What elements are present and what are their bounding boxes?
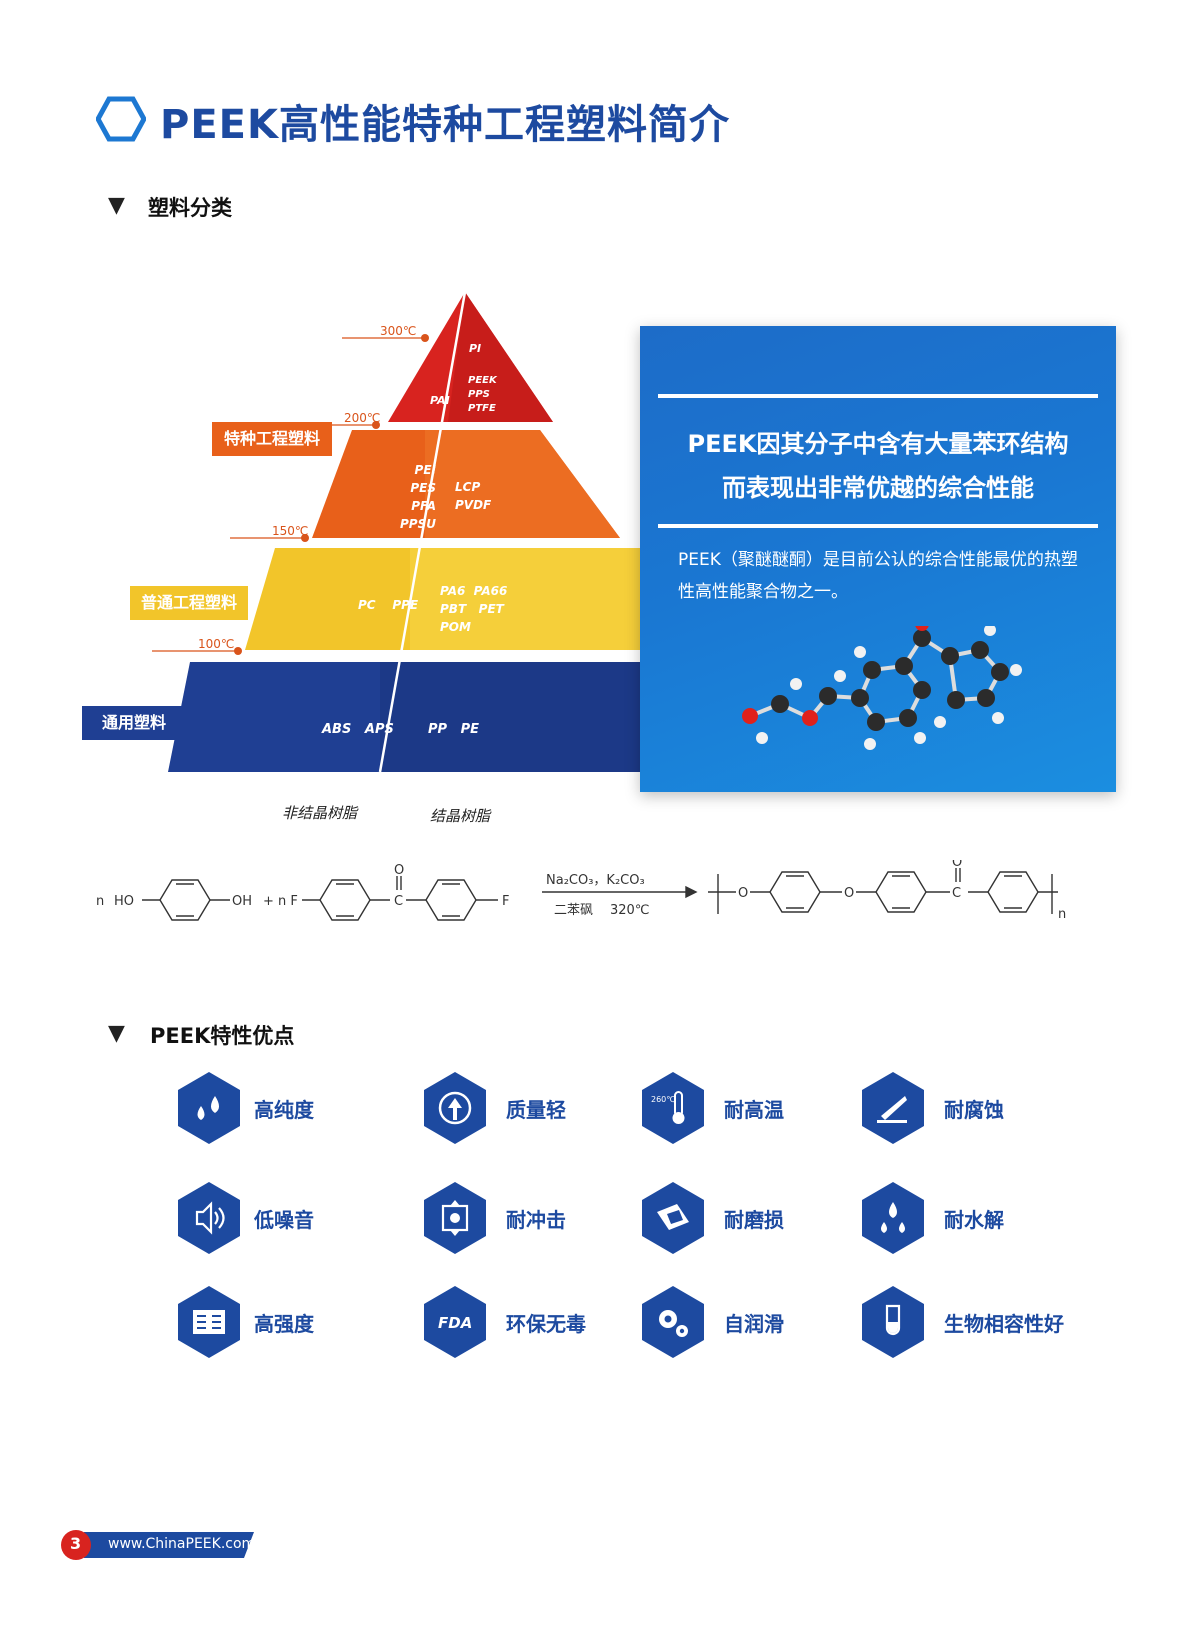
page-number: 3 xyxy=(70,1534,82,1553)
footer-banner xyxy=(61,1530,254,1560)
category-special: 特种工程塑料 xyxy=(212,422,332,456)
gears-icon xyxy=(642,1286,704,1358)
feature-label: 低噪音 xyxy=(254,1208,314,1232)
material-abs-aps: ABS APS xyxy=(322,722,394,737)
svg-text:FDA: FDA xyxy=(438,1314,472,1332)
panel-headline-2: 而表现出非常优越的综合性能 xyxy=(722,474,1034,502)
panel-divider-top xyxy=(658,394,1098,398)
peek-synthesis-reaction: n HO OH + n F O C F Na₂CO₃，K₂CO₃ 二苯砜 320… xyxy=(96,860,1066,922)
fda-icon: FDA xyxy=(424,1286,486,1358)
impact-icon xyxy=(424,1182,486,1254)
feature-label: 耐水解 xyxy=(944,1208,1004,1232)
feature-label: 环保无毒 xyxy=(506,1312,586,1336)
speaker-icon xyxy=(178,1182,240,1254)
eq-o-top: O xyxy=(394,863,404,878)
feature-label: 生物相容性好 xyxy=(944,1312,1064,1336)
section-heading-features: PEEK特性优点 xyxy=(150,1024,295,1048)
lightweight-icon xyxy=(424,1072,486,1144)
molecule-model-image xyxy=(742,626,1022,750)
eq-reagents: Na₂CO₃，K₂CO₃ xyxy=(546,873,645,888)
eq-plus: + xyxy=(263,894,274,909)
material-pa-group: PA6 PA66 PBT PET POM xyxy=(440,584,508,634)
eq-oh: OH xyxy=(232,894,252,909)
material-lcp-pvdf: LCP PVDF xyxy=(455,480,492,512)
eq-n-sub: n xyxy=(1058,907,1066,922)
feature-label: 耐高温 xyxy=(724,1098,784,1122)
wear-icon xyxy=(642,1182,704,1254)
droplets-icon xyxy=(178,1072,240,1144)
category-general-eng: 普通工程塑料 xyxy=(130,586,248,620)
page-title: PEEK高性能特种工程塑料简介 xyxy=(160,102,730,148)
corrosion-icon xyxy=(862,1072,924,1144)
material-pi: PI xyxy=(469,342,482,355)
thermometer-icon: 260℃ xyxy=(642,1072,704,1144)
eq-solvent: 二苯砜 xyxy=(554,903,593,918)
temp-label-300: 300℃ xyxy=(380,324,417,338)
feature-label: 质量轻 xyxy=(506,1098,566,1122)
footer-url[interactable]: www.ChinaPEEK.com xyxy=(108,1536,256,1552)
material-pei-group: PEI PES PFA PPSU xyxy=(400,463,436,531)
axis-crystalline: 结晶树脂 xyxy=(430,807,491,825)
peek-info-panel: PEEK因其分子中含有大量苯环结构 而表现出非常优越的综合性能 PEEK（聚醚醚… xyxy=(640,326,1116,792)
plastics-pyramid xyxy=(152,291,640,773)
material-pp-pe: PP PE xyxy=(428,722,480,737)
feature-label: 自润滑 xyxy=(724,1312,784,1336)
eq-temp: 320℃ xyxy=(610,903,649,918)
test-tube-icon xyxy=(862,1286,924,1358)
feature-label: 耐冲击 xyxy=(506,1208,566,1232)
eq-n1: n xyxy=(96,894,104,909)
hexagon-logo-icon xyxy=(96,96,146,142)
material-pc-ppe: PC PPE xyxy=(358,598,419,612)
material-peek-pps-ptfe: PEEK PPS PTFE xyxy=(468,375,497,414)
water-drops-icon xyxy=(862,1182,924,1254)
eq-ho: HO xyxy=(114,894,134,909)
section-heading-classification: 塑料分类 xyxy=(148,196,232,220)
feature-label: 高强度 xyxy=(254,1312,314,1336)
eq-c-2: C xyxy=(952,886,961,901)
eq-c: C xyxy=(394,894,403,909)
temp-label-100: 100℃ xyxy=(198,637,235,651)
panel-divider-bottom xyxy=(658,524,1098,528)
axis-amorphous: 非结晶树脂 xyxy=(282,804,358,822)
material-pai: PAI xyxy=(430,394,450,407)
temp-label-150: 150℃ xyxy=(272,524,309,538)
eq-o-2: O xyxy=(844,886,854,901)
feature-label: 耐磨损 xyxy=(724,1208,784,1232)
category-general: 通用塑料 xyxy=(82,706,186,740)
eq-f: F xyxy=(502,894,509,909)
panel-headline-1: PEEK因其分子中含有大量苯环结构 xyxy=(687,430,1069,458)
feature-label: 高纯度 xyxy=(254,1098,314,1122)
temp-label-200: 200℃ xyxy=(344,411,381,425)
panel-paragraph: PEEK（聚醚醚酮）是目前公认的综合性能最优的热塑性高性能聚合物之一。 xyxy=(678,550,1078,602)
eq-o-3: O xyxy=(952,860,962,870)
feature-label: 耐腐蚀 xyxy=(944,1098,1004,1122)
eq-o-1: O xyxy=(738,886,748,901)
strength-icon xyxy=(178,1286,240,1358)
eq-nf: n F xyxy=(278,894,298,909)
svg-text:260℃: 260℃ xyxy=(651,1095,675,1104)
section-triangle-icon: ▼ xyxy=(108,193,125,218)
section-triangle-icon: ▼ xyxy=(108,1021,125,1046)
